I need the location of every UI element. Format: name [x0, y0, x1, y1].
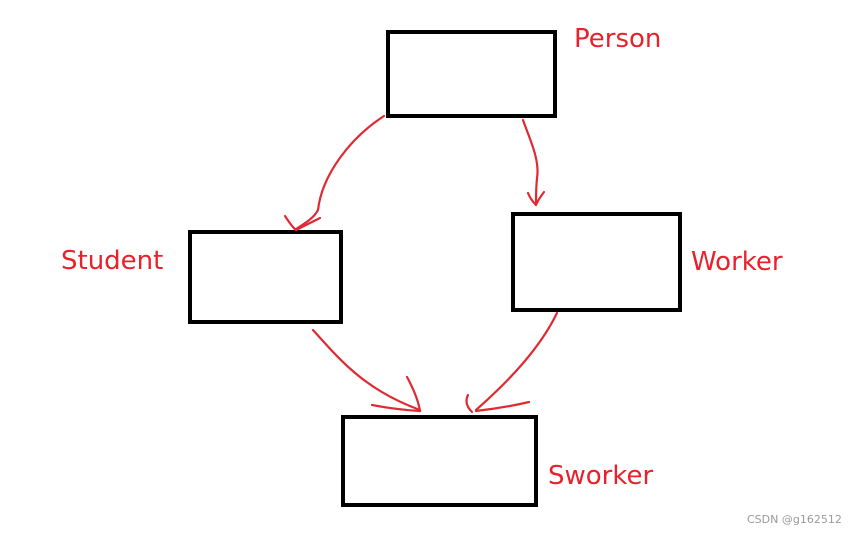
arrow-person-student — [283, 114, 386, 232]
worker-box — [511, 212, 682, 312]
sworker-box — [341, 415, 538, 507]
student-box — [188, 230, 343, 324]
arrow-worker-sworker — [465, 311, 559, 414]
person-box — [386, 30, 557, 118]
label-sworker: Sworker — [548, 461, 654, 491]
label-worker: Worker — [691, 247, 783, 277]
arrow-student-sworker — [311, 328, 422, 413]
arrow-person-worker — [521, 118, 546, 207]
label-person: Person — [574, 24, 662, 54]
watermark-text: CSDN @g162512 — [747, 513, 842, 526]
label-student: Student — [61, 246, 164, 276]
